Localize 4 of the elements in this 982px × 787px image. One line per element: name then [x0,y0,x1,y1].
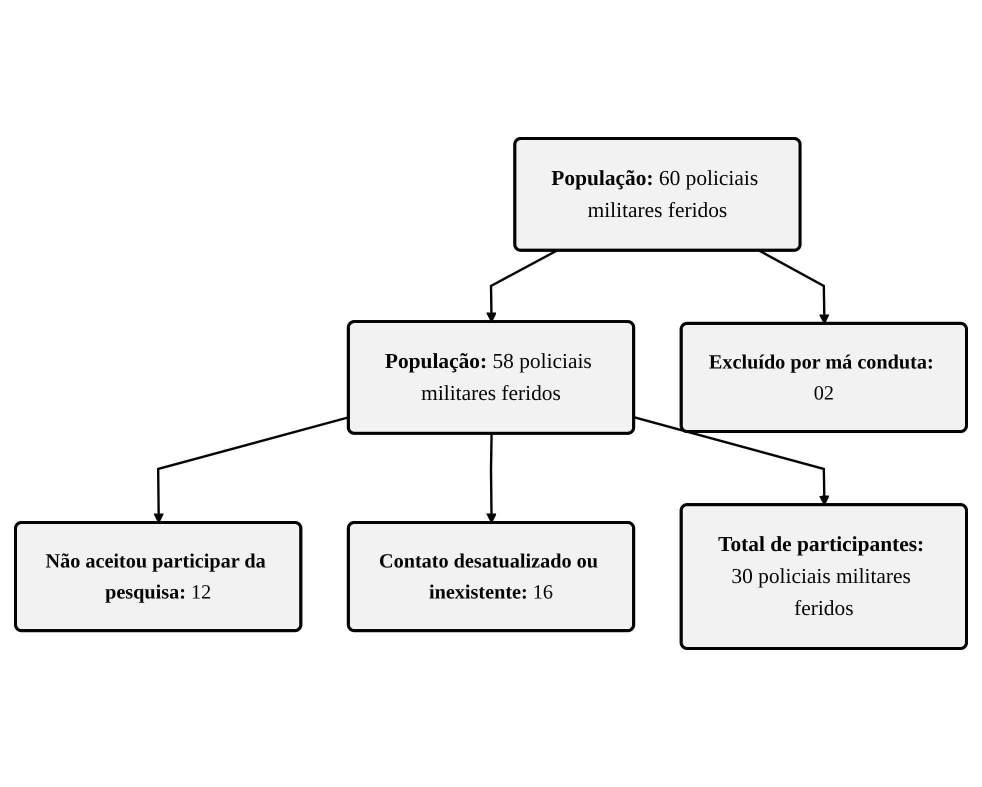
arrow [634,416,830,506]
arrow [759,250,830,324]
flowchart: População: 60 policiais militares feridos População: 58 policiais militares feridos Excluído por má conduta: 02 Não aceitou participar da pesquisa: 12 Contato desatualizado ou inexistente: 16 Total de participantes: 30 policiais militares feridos [6,129,976,658]
arrow [486,250,557,323]
